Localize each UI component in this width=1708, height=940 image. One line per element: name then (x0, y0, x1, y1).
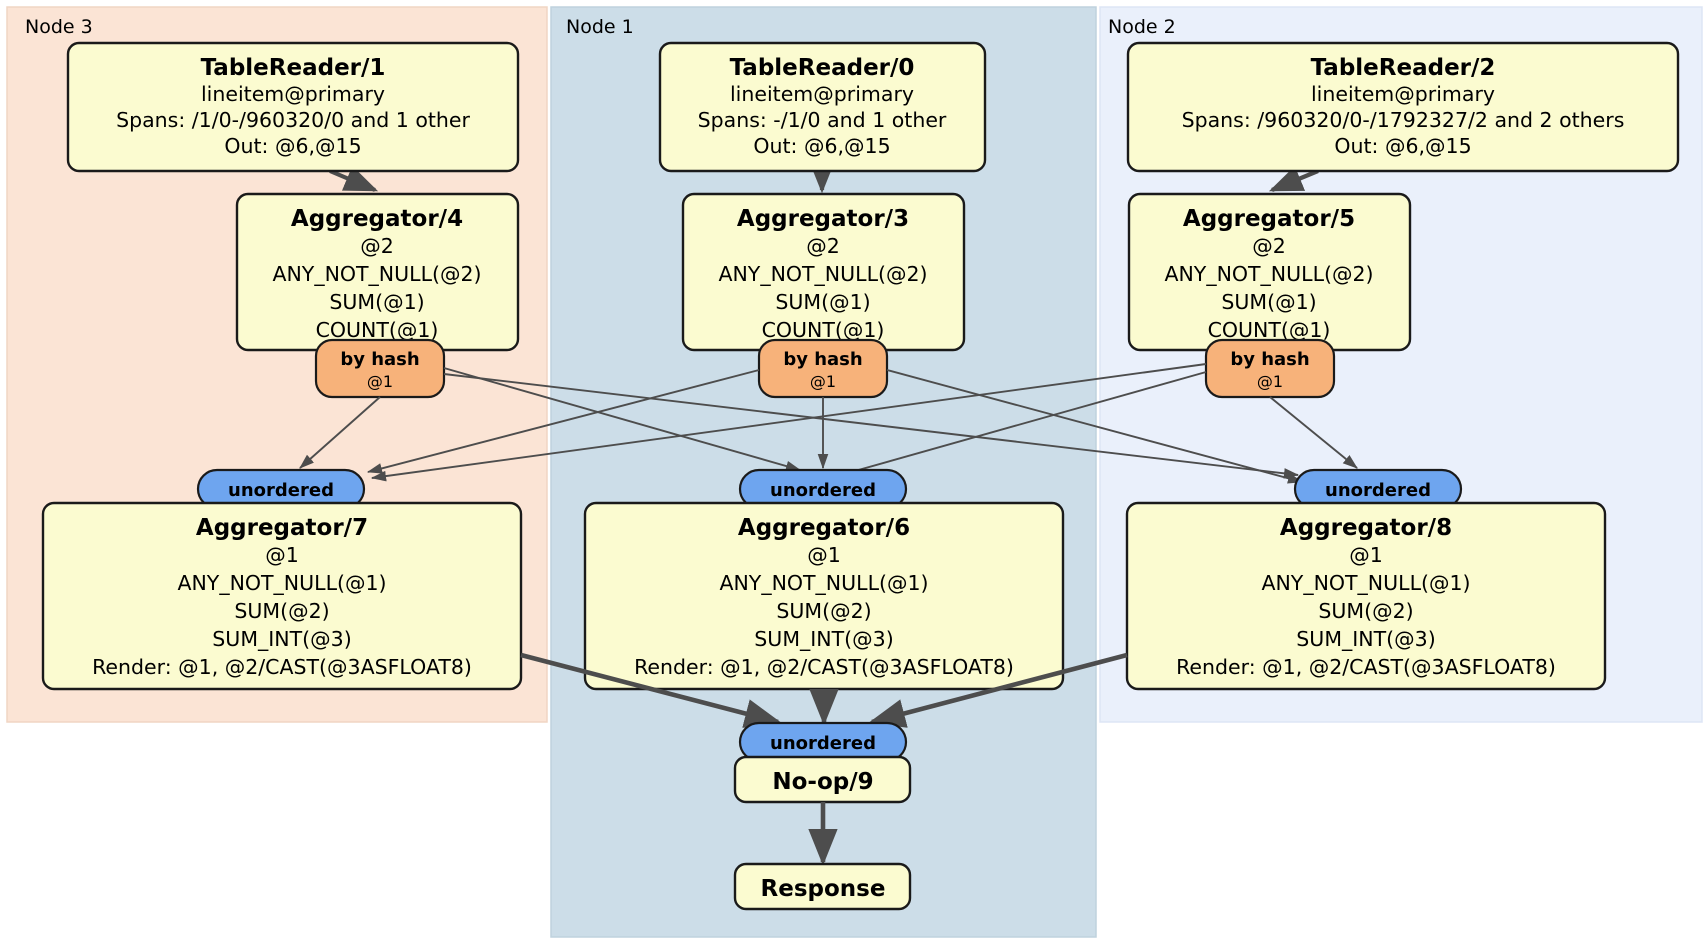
synchronizer-final[interactable]: unordered (738, 721, 908, 763)
processor-table-reader-2[interactable]: TableReader/2 lineitem@primary Spans: /9… (1126, 41, 1680, 173)
processor-detail-line: @1 (265, 543, 299, 567)
processor-title: TableReader/1 (201, 55, 386, 81)
router-sublabel: @1 (810, 372, 836, 391)
router-label: by hash (1230, 349, 1309, 370)
processor-response[interactable]: Response (733, 862, 912, 911)
router-by-hash-center[interactable]: by hash @1 (757, 338, 889, 399)
processor-detail-line: Out: @6,@15 (1334, 134, 1471, 158)
processor-aggregator-7[interactable]: Aggregator/7 @1 ANY_NOT_NULL(@1) SUM(@2)… (41, 501, 523, 691)
processor-aggregator-4[interactable]: Aggregator/4 @2 ANY_NOT_NULL(@2) SUM(@1)… (235, 192, 520, 352)
processor-detail-line: Spans: /1/0-/960320/0 and 1 other (116, 108, 470, 132)
processor-detail-line: Spans: -/1/0 and 1 other (698, 108, 947, 132)
processor-detail-line: COUNT(@1) (762, 318, 885, 342)
processor-detail-line: ANY_NOT_NULL(@2) (272, 262, 481, 287)
processor-title: Aggregator/3 (737, 206, 909, 232)
processor-detail-line: Spans: /960320/0-/1792327/2 and 2 others (1182, 108, 1625, 132)
processor-detail-line: lineitem@primary (1311, 82, 1495, 106)
processor-title: Response (761, 876, 886, 902)
router-label: by hash (783, 349, 862, 370)
processor-title: Aggregator/4 (291, 206, 463, 232)
processor-detail-line: @1 (807, 543, 841, 567)
processor-aggregator-8[interactable]: Aggregator/8 @1 ANY_NOT_NULL(@1) SUM(@2)… (1125, 501, 1607, 691)
synchronizer-right[interactable]: unordered (1293, 468, 1463, 510)
processor-detail-line: ANY_NOT_NULL(@1) (177, 571, 386, 596)
processor-detail-line: Out: @6,@15 (753, 134, 890, 158)
processor-detail-line: @2 (1252, 234, 1286, 258)
processor-detail-line: @2 (806, 234, 840, 258)
processor-title: Aggregator/7 (196, 515, 368, 541)
processor-detail-line: ANY_NOT_NULL(@1) (1261, 571, 1470, 596)
processor-aggregator-5[interactable]: Aggregator/5 @2 ANY_NOT_NULL(@2) SUM(@1)… (1127, 192, 1412, 352)
node-panel-label-node2: Node 2 (1108, 16, 1176, 38)
processor-detail-line: ANY_NOT_NULL(@2) (1164, 262, 1373, 287)
processor-detail-line: lineitem@primary (201, 82, 385, 106)
router-label: by hash (340, 349, 419, 370)
processor-detail-line: ANY_NOT_NULL(@1) (719, 571, 928, 596)
router-by-hash-left[interactable]: by hash @1 (314, 338, 446, 399)
synchronizer-label: unordered (1325, 480, 1431, 501)
processor-detail-line: SUM(@1) (1221, 290, 1316, 314)
synchronizer-label: unordered (228, 480, 334, 501)
node-panel-label-node3: Node 3 (25, 16, 93, 38)
processor-detail-line: SUM_INT(@3) (1296, 627, 1435, 652)
processor-title: Aggregator/8 (1280, 515, 1452, 541)
processor-aggregator-3[interactable]: Aggregator/3 @2 ANY_NOT_NULL(@2) SUM(@1)… (681, 192, 966, 352)
processor-detail-line: SUM_INT(@3) (212, 627, 351, 652)
processor-detail-line: Render: @1, @2/CAST(@3ASFLOAT8) (1176, 655, 1556, 679)
processor-title: Aggregator/5 (1183, 206, 1355, 232)
processor-title: TableReader/2 (1311, 55, 1496, 81)
processor-aggregator-6[interactable]: Aggregator/6 @1 ANY_NOT_NULL(@1) SUM(@2)… (583, 501, 1065, 691)
processor-detail-line: ANY_NOT_NULL(@2) (718, 262, 927, 287)
edges-final-gather (520, 652, 1128, 728)
processor-detail-line: COUNT(@1) (316, 318, 439, 342)
processor-detail-line: @1 (1349, 543, 1383, 567)
router-sublabel: @1 (1257, 372, 1283, 391)
synchronizer-center[interactable]: unordered (738, 468, 908, 510)
processor-table-reader-0[interactable]: TableReader/0 lineitem@primary Spans: -/… (658, 41, 987, 173)
edges-hash-shuffle (299, 363, 1358, 484)
processor-title: TableReader/0 (730, 55, 915, 81)
processor-detail-line: Out: @6,@15 (224, 134, 361, 158)
synchronizer-label: unordered (770, 733, 876, 754)
processor-title: Aggregator/6 (738, 515, 910, 541)
processor-detail-line: Render: @1, @2/CAST(@3ASFLOAT8) (92, 655, 472, 679)
node-panel-label-node1: Node 1 (566, 16, 634, 38)
processor-table-reader-1[interactable]: TableReader/1 lineitem@primary Spans: /1… (66, 41, 520, 173)
processor-detail-line: SUM(@2) (1318, 599, 1413, 623)
processor-title: No-op/9 (772, 769, 873, 795)
processor-detail-line: @2 (360, 234, 394, 258)
processor-noop-9[interactable]: No-op/9 (733, 755, 912, 804)
synchronizer-label: unordered (770, 480, 876, 501)
processor-detail-line: SUM(@2) (234, 599, 329, 623)
processor-detail-line: SUM_INT(@3) (754, 627, 893, 652)
processor-detail-line: lineitem@primary (730, 82, 914, 106)
processor-detail-line: SUM(@1) (775, 290, 870, 314)
processor-detail-line: COUNT(@1) (1208, 318, 1331, 342)
router-by-hash-right[interactable]: by hash @1 (1204, 338, 1336, 399)
edges-reader-to-aggregator (329, 159, 1319, 194)
processor-detail-line: SUM(@2) (776, 599, 871, 623)
router-sublabel: @1 (367, 372, 393, 391)
processor-detail-line: SUM(@1) (329, 290, 424, 314)
processor-detail-line: Render: @1, @2/CAST(@3ASFLOAT8) (634, 655, 1014, 679)
